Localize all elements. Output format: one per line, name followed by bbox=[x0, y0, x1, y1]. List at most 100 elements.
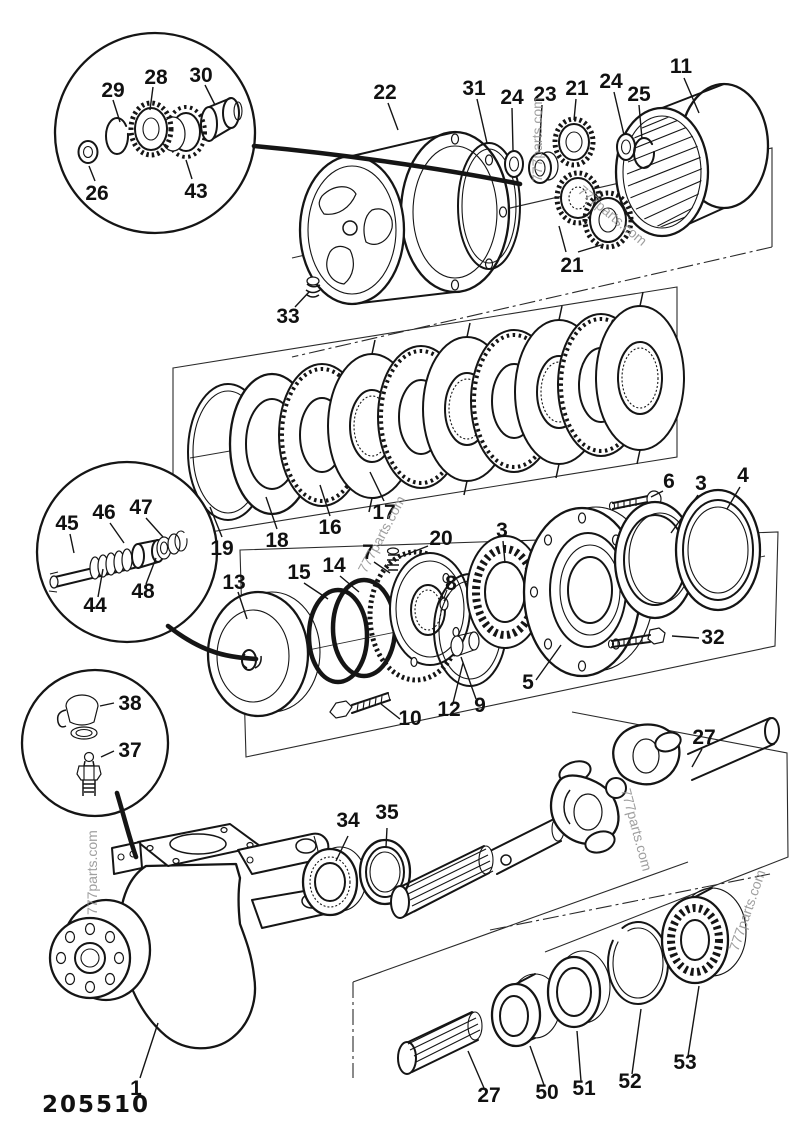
callout-25: 25 bbox=[627, 83, 651, 106]
disc-stack bbox=[187, 291, 685, 521]
callout-46: 46 bbox=[92, 501, 115, 524]
callout-8: 8 bbox=[445, 572, 457, 595]
watermark-knuckle: 777parts.com bbox=[84, 830, 100, 915]
steel-disc-drawing bbox=[595, 291, 685, 465]
spring-20-drawing bbox=[386, 547, 400, 571]
callout-30: 30 bbox=[189, 64, 212, 87]
callout-19: 19 bbox=[210, 537, 233, 560]
callout-43: 43 bbox=[184, 180, 207, 203]
detail-circle-grease-fitting bbox=[20, 668, 170, 818]
knuckle-top-plate bbox=[137, 823, 261, 867]
clutch-gear-7-drawing bbox=[367, 549, 471, 683]
callout-3-cup: 3 bbox=[695, 472, 707, 495]
watermark-top: 777parts.com bbox=[529, 97, 545, 182]
upper-assembly bbox=[298, 82, 770, 306]
watermark-bottom-right: 777parts.com bbox=[726, 868, 769, 953]
planet-carrier-drawing bbox=[298, 130, 511, 306]
callout-7: 7 bbox=[362, 541, 374, 564]
callout-21-lower: 21 bbox=[560, 254, 584, 277]
callout-10: 10 bbox=[398, 707, 421, 730]
knuckle-hub-flange bbox=[48, 898, 152, 1002]
detail-circle-pointers bbox=[114, 143, 523, 860]
bearing-34-drawing bbox=[301, 846, 367, 917]
callout-45: 45 bbox=[55, 512, 79, 535]
output-shaft-bearings bbox=[397, 887, 747, 1075]
callout-37: 37 bbox=[118, 739, 141, 762]
callout-53: 53 bbox=[673, 1051, 696, 1074]
bolt-10-drawing bbox=[329, 692, 391, 719]
callout-22: 22 bbox=[373, 81, 396, 104]
gear-28-drawing bbox=[128, 100, 174, 158]
callout-48: 48 bbox=[131, 580, 155, 603]
callout-leader-lines bbox=[69, 77, 741, 1089]
callout-1: 1 bbox=[130, 1077, 142, 1100]
seal-ring-15-drawing bbox=[306, 587, 370, 685]
callout-29: 29 bbox=[101, 79, 124, 102]
watermark-ujoint: 777parts.com bbox=[618, 787, 655, 873]
roller-9-drawing bbox=[450, 631, 480, 657]
callout-23: 23 bbox=[533, 83, 556, 106]
callout-18: 18 bbox=[265, 529, 289, 552]
ring-51-drawing bbox=[546, 950, 611, 1029]
callout-9: 9 bbox=[474, 694, 486, 717]
callout-47: 47 bbox=[129, 496, 152, 519]
snap-ring-29-drawing bbox=[105, 117, 129, 155]
driveshaft-assembly bbox=[301, 717, 780, 919]
callout-31: 31 bbox=[462, 77, 486, 100]
ring-gear-drawing bbox=[614, 82, 770, 238]
callout-13: 13 bbox=[222, 571, 245, 594]
callout-50: 50 bbox=[535, 1081, 558, 1104]
callout-5: 5 bbox=[522, 671, 534, 694]
disc-26-drawing bbox=[77, 140, 99, 164]
callout-27-stub: 27 bbox=[477, 1084, 500, 1107]
splined-stub-27-drawing bbox=[397, 1011, 483, 1075]
callout-21-top: 21 bbox=[565, 77, 589, 100]
callout-20: 20 bbox=[429, 527, 452, 550]
snap-ring-52-drawing bbox=[607, 921, 669, 1005]
dust-cap-38-drawing bbox=[56, 694, 99, 740]
plug-33-drawing bbox=[305, 276, 321, 298]
callout-12: 12 bbox=[437, 698, 460, 721]
callout-15: 15 bbox=[287, 561, 311, 584]
callout-52: 52 bbox=[618, 1070, 641, 1093]
callout-6: 6 bbox=[663, 470, 675, 493]
grease-fitting-37-drawing bbox=[76, 751, 102, 796]
drawing-number: 205510 bbox=[42, 1092, 150, 1118]
callout-33: 33 bbox=[276, 305, 299, 328]
bushing-50-drawing bbox=[490, 973, 561, 1048]
spring-44-drawing bbox=[89, 548, 133, 580]
callout-3-cone: 3 bbox=[496, 519, 508, 542]
callout-labels: 29 28 30 26 43 22 31 24 23 21 24 25 11 2… bbox=[55, 55, 749, 1107]
seal-4-drawing bbox=[674, 488, 762, 612]
callout-28: 28 bbox=[144, 66, 168, 89]
callout-44: 44 bbox=[83, 594, 107, 617]
callout-26: 26 bbox=[85, 182, 108, 205]
o-ring-31-drawing bbox=[457, 142, 521, 270]
callout-27-driveshaft: 27 bbox=[692, 726, 715, 749]
callout-17: 17 bbox=[372, 501, 395, 524]
sun-gear-parts bbox=[504, 116, 655, 250]
callout-34: 34 bbox=[336, 809, 360, 832]
bolt-32-drawing bbox=[607, 627, 666, 649]
detail-circle-gear-shaft bbox=[53, 31, 257, 235]
callout-35: 35 bbox=[375, 801, 399, 824]
callout-14: 14 bbox=[322, 554, 346, 577]
cover-13-drawing bbox=[206, 590, 321, 718]
callout-16: 16 bbox=[318, 516, 341, 539]
bearing-53-drawing bbox=[660, 887, 747, 985]
bearing-cup-3-drawing bbox=[613, 500, 697, 620]
callout-32: 32 bbox=[701, 626, 724, 649]
detail-circle-pin-spring bbox=[35, 460, 219, 644]
splined-axle-drawing bbox=[390, 816, 565, 919]
universal-joint-27-drawing bbox=[549, 717, 780, 854]
hub-assembly bbox=[206, 488, 762, 719]
callout-51: 51 bbox=[572, 1077, 596, 1100]
callout-24-right: 24 bbox=[599, 70, 623, 93]
callout-24-left: 24 bbox=[500, 86, 524, 109]
rings-47-drawing bbox=[167, 530, 188, 555]
callout-38: 38 bbox=[118, 692, 142, 715]
callout-11: 11 bbox=[670, 55, 693, 78]
leader-lines bbox=[69, 77, 741, 1089]
